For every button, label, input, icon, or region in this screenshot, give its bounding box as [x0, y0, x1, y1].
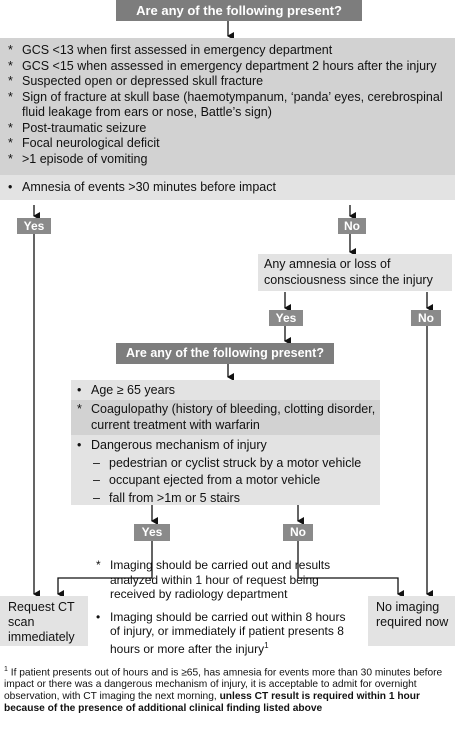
- arrow-no3-to-noimaging: [297, 541, 404, 598]
- q2-age-row: •Age ≥ 65 years: [71, 380, 380, 400]
- q1-criterion-item: *Post-traumatic seizure: [8, 120, 147, 135]
- footnote: 1 If patient presents out of hours and i…: [4, 666, 443, 715]
- q2-coag-row: *Coagulopathy (history of bleeding, clot…: [71, 400, 380, 435]
- no-imaging-text: No imaging required now: [376, 600, 449, 629]
- no-imaging-box: No imaging required now: [368, 596, 455, 646]
- request-ct-text: Request CT scan immediately: [8, 600, 75, 644]
- no-label-3: No: [283, 524, 313, 541]
- q1-criterion-item: *Sign of fracture at skull base (haemoty…: [8, 89, 443, 120]
- q2-mechanism-item: •Dangerous mechanism of injury: [77, 438, 267, 452]
- no-label-2: No: [411, 310, 441, 326]
- q2-mechanism-subitem: –pedestrian or cyclist struck by a motor…: [93, 455, 362, 470]
- q1-criterion-item: *Suspected open or depressed skull fract…: [8, 74, 264, 88]
- no-label-1: No: [338, 218, 366, 234]
- q1-criteria-list: *GCS <13 when first assessed in emergenc…: [6, 43, 451, 167]
- arrow-yes3-to-request: [57, 541, 153, 598]
- q1-amnesia-row: •Amnesia of events >30 minutes before im…: [0, 175, 455, 200]
- q1-criterion-item: *Focal neurological deficit: [8, 136, 160, 150]
- q2-mechanism-box: •Dangerous mechanism of injury –pedestri…: [71, 435, 380, 505]
- q2-title: Are any of the following present?: [126, 346, 324, 360]
- amnesia-question-box: Any amnesia or loss of consciousness sin…: [258, 254, 452, 291]
- q2-age-item: •Age ≥ 65 years: [77, 383, 175, 397]
- q1-criteria-box: *GCS <13 when first assessed in emergenc…: [0, 38, 455, 175]
- q1-criterion-item: *GCS <15 when assessed in emergency depa…: [8, 58, 437, 73]
- q1-criterion-item: *>1 episode of vomiting: [8, 151, 148, 166]
- q2-coag-item: *Coagulopathy (history of bleeding, clot…: [77, 402, 376, 432]
- q2-mechanism-subitem: –fall from >1m or 5 stairs: [93, 490, 240, 505]
- imaging-notes: *Imaging should be carried out and resul…: [94, 558, 356, 656]
- q1-title: Are any of the following present?: [136, 3, 342, 18]
- note-1hour: *Imaging should be carried out and resul…: [96, 558, 331, 601]
- q2-header: Are any of the following present?: [116, 343, 334, 364]
- q1-header: Are any of the following present?: [116, 0, 362, 21]
- yes-label-1: Yes: [17, 218, 51, 234]
- footnote-text: If patient presents out of hours and is …: [4, 667, 443, 703]
- yes-label-3: Yes: [134, 524, 170, 541]
- request-ct-box: Request CT scan immediately: [0, 596, 88, 646]
- q2-mechanism-subitem: –occupant ejected from a motor vehicle: [93, 473, 321, 487]
- amnesia-question: Any amnesia or loss of consciousness sin…: [264, 257, 433, 287]
- yes-label-2: Yes: [269, 310, 303, 326]
- footnote-bold: unless CT result is required within 1 ho…: [4, 691, 420, 715]
- note-8hours: •Imaging should be carried out within 8 …: [96, 609, 346, 656]
- q1-criterion-item: *GCS <13 when first assessed in emergenc…: [8, 43, 333, 57]
- q1-amnesia-item: •Amnesia of events >30 minutes before im…: [8, 180, 276, 194]
